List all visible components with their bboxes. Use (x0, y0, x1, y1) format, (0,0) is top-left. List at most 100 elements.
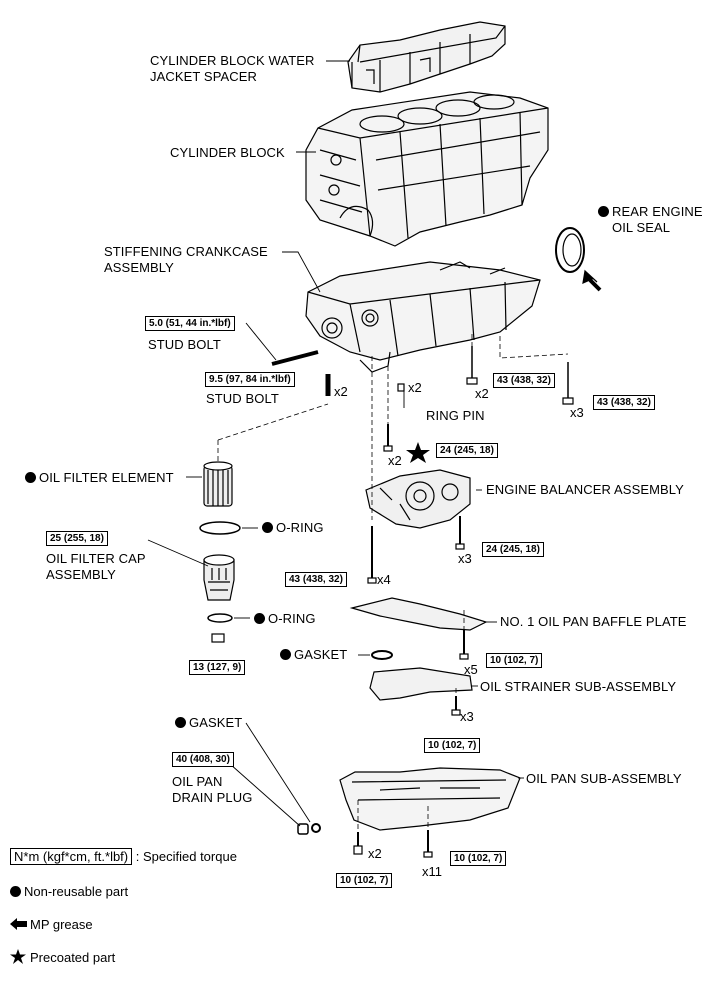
pan-bolt-b-drawing (423, 851, 433, 858)
oil-strainer-label: OIL STRAINER SUB-ASSEMBLY (480, 679, 677, 694)
torque-stud-bolt-1: 5.0 (51, 44 in.*lbf) (145, 316, 235, 331)
engine-balancer-drawing (365, 469, 471, 529)
torque-oil-filter-cap: 25 (255, 18) (46, 531, 108, 546)
non-reusable-dot-icon (262, 522, 273, 533)
torque-balancer-side: 24 (245, 18) (482, 542, 544, 557)
torque-balancer-top: 24 (245, 18) (436, 443, 498, 458)
legend-precoated: Precoated part (10, 949, 115, 966)
non-reusable-dot-icon (25, 472, 36, 483)
legend-mp-grease: MP grease (10, 917, 93, 933)
gasket-1-drawing (371, 650, 393, 660)
crankcase-bolt-b-drawing (562, 397, 574, 405)
alignment-dashed-lines (217, 334, 569, 832)
oil-filter-element-label: OIL FILTER ELEMENT (25, 470, 174, 486)
gasket-2-label: GASKET (175, 715, 242, 731)
balancer-top-bolt-drawing (383, 445, 393, 452)
qty-strainer: x3 (460, 709, 474, 724)
torque-drain-plug: 40 (408, 30) (172, 752, 234, 767)
stud-bolt-1-drawing (271, 350, 319, 366)
rear-oil-seal-drawing (555, 227, 585, 273)
torque-strainer: 10 (102, 7) (424, 738, 481, 753)
cylinder-block-drawing (305, 91, 549, 247)
legend-precoated-text: Precoated part (30, 950, 116, 965)
rear-engine-oil-seal-text: REAR ENGINE OIL SEAL (612, 204, 703, 235)
o-ring-1-label: O-RING (262, 520, 324, 536)
pan-bolt-a-drawing (353, 845, 363, 855)
o-ring-2-label: O-RING (254, 611, 316, 627)
o-ring-1-text: O-RING (276, 520, 324, 535)
ring-pin-drawing (397, 383, 405, 392)
legend-torque-key: N*m (kgf*cm, ft.*lbf) (10, 848, 133, 865)
non-reusable-dot-icon (10, 886, 21, 897)
oil-filter-cap-label: OIL FILTER CAP ASSEMBLY (46, 551, 146, 582)
qty-crankcase-b: x3 (570, 405, 584, 420)
oil-strainer-drawing (369, 667, 473, 701)
qty-balancer-side: x3 (458, 551, 472, 566)
o-ring-1-drawing (199, 521, 241, 535)
legend-non-reusable: Non-reusable part (10, 884, 128, 900)
drain-plug-drawing (297, 823, 309, 835)
non-reusable-dot-icon (598, 206, 609, 217)
torque-crankcase-a: 43 (438, 32) (493, 373, 555, 388)
stiffening-crankcase-drawing (305, 261, 541, 373)
torque-baffle: 10 (102, 7) (486, 653, 543, 668)
plug-13-drawing (211, 633, 225, 643)
non-reusable-dot-icon (175, 717, 186, 728)
gasket-1-label: GASKET (280, 647, 347, 663)
water-jacket-spacer-label: CYLINDER BLOCK WATER JACKET SPACER (150, 53, 315, 84)
qty-crankcase-a: x2 (475, 386, 489, 401)
qty-balancer-long: x4 (377, 572, 391, 587)
o-ring-2-text: O-RING (268, 611, 316, 626)
baffle-bolt-drawing (459, 653, 469, 660)
leader-lines (147, 60, 524, 827)
legend-non-reusable-text: Non-reusable part (24, 884, 129, 899)
precoated-star-icon (406, 442, 430, 463)
oil-pan-drawing (339, 767, 521, 831)
qty-ring-pin: x2 (408, 380, 422, 395)
stud-bolt-1-label: STUD BOLT (148, 337, 221, 352)
oil-pan-label: OIL PAN SUB-ASSEMBLY (526, 771, 682, 786)
baffle-plate-drawing (349, 597, 488, 631)
drain-plug-label: OIL PAN DRAIN PLUG (172, 774, 253, 805)
strainer-bolt-drawing (451, 709, 461, 716)
water-jacket-spacer-drawing (347, 21, 506, 93)
qty-baffle: x5 (464, 662, 478, 677)
oil-filter-element-drawing (203, 461, 233, 507)
baffle-plate-label: NO. 1 OIL PAN BAFFLE PLATE (500, 614, 687, 629)
gasket-1-text: GASKET (294, 647, 348, 662)
gasket-2-text: GASKET (189, 715, 243, 730)
torque-crankcase-b: 43 (438, 32) (593, 395, 655, 410)
cylinder-block-label: CYLINDER BLOCK (170, 145, 285, 160)
torque-balancer-long: 43 (438, 32) (285, 572, 347, 587)
torque-plug-13: 13 (127, 9) (189, 660, 246, 675)
crankcase-bolt-a-drawing (466, 377, 478, 385)
legend-torque: N*m (kgf*cm, ft.*lbf) : Specified torque (10, 848, 237, 865)
torque-stud-bolt-2: 9.5 (97, 84 in.*lbf) (205, 372, 295, 387)
qty-pan-b: x11 (422, 864, 442, 879)
ring-pin-label: RING PIN (426, 408, 485, 423)
torque-pan-a: 10 (102, 7) (336, 873, 393, 888)
o-ring-2-drawing (207, 613, 233, 623)
stiffening-crankcase-label: STIFFENING CRANKCASE ASSEMBLY (104, 244, 268, 275)
legend-torque-desc: : Specified torque (135, 849, 237, 864)
gasket-2-drawing (311, 823, 321, 833)
legend-mp-grease-text: MP grease (30, 917, 93, 932)
qty-pan-a: x2 (368, 846, 382, 861)
oil-filter-element-text: OIL FILTER ELEMENT (39, 470, 174, 485)
non-reusable-dot-icon (280, 649, 291, 660)
mp-grease-arrow-icon (10, 918, 27, 930)
engine-balancer-label: ENGINE BALANCER ASSEMBLY (486, 482, 684, 497)
mp-grease-arrow-shaft (588, 278, 602, 292)
rear-engine-oil-seal-label: REAR ENGINE OIL SEAL (598, 204, 703, 236)
balancer-long-bolt-drawing (367, 577, 377, 584)
qty-balancer-top: x2 (388, 453, 402, 468)
torque-pan-b: 10 (102, 7) (450, 851, 507, 866)
mp-grease-arrow-icon (582, 269, 598, 285)
oil-filter-cap-drawing (203, 554, 235, 601)
non-reusable-dot-icon (254, 613, 265, 624)
qty-stud-bolt-2: x2 (334, 384, 348, 399)
stud-bolt-2-label: STUD BOLT (206, 391, 279, 406)
precoated-star-icon (10, 949, 26, 964)
